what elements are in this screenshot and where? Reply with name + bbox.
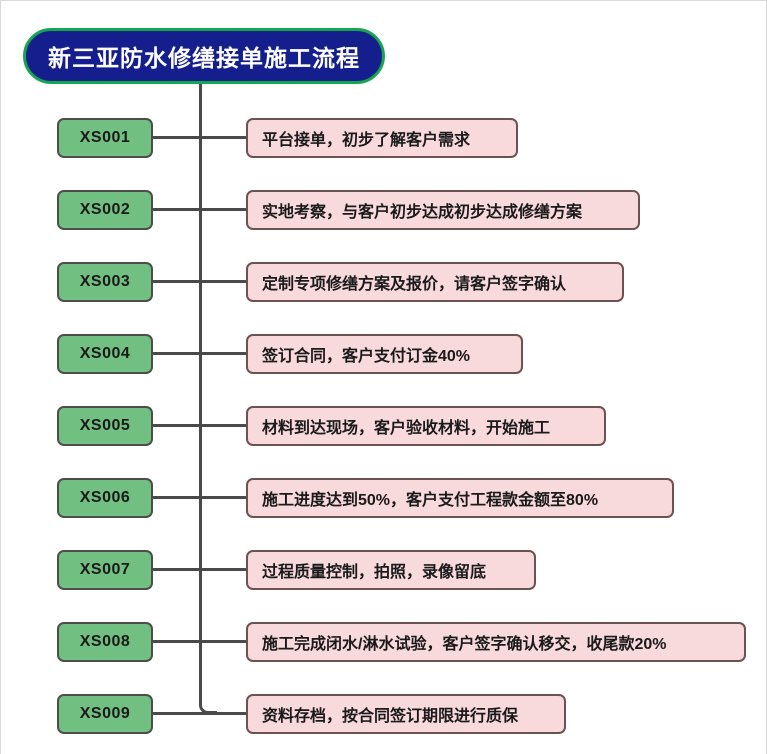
step-code-label: XS008	[79, 633, 131, 650]
connector-line-left	[153, 208, 202, 211]
step-description-label: 定制专项修缮方案及报价，请客户签字确认	[262, 276, 567, 293]
connector-line-left	[153, 712, 217, 715]
connector-line-left	[153, 136, 202, 139]
step-code-box[interactable]: XS005	[57, 406, 153, 446]
trunk-line	[199, 81, 202, 705]
step-code-label: XS007	[79, 561, 131, 578]
step-row: XS007 过程质量控制，拍照，录像留底	[1, 550, 766, 590]
step-description-label: 实地考察，与客户初步达成初步达成修缮方案	[262, 204, 583, 221]
step-code-label: XS002	[79, 201, 131, 218]
step-row: XS005 材料到达现场，客户验收材料，开始施工	[1, 406, 766, 446]
step-description-box[interactable]: 实地考察，与客户初步达成初步达成修缮方案	[246, 190, 640, 230]
step-code-label: XS004	[79, 345, 131, 362]
step-description-box[interactable]: 资料存档，按合同签订期限进行质保	[246, 694, 566, 734]
connector-line-right	[202, 208, 246, 211]
step-description-box[interactable]: 平台接单，初步了解客户需求	[246, 118, 518, 158]
connector-line-right	[202, 640, 246, 643]
step-row: XS001 平台接单，初步了解客户需求	[1, 118, 766, 158]
step-code-box[interactable]: XS007	[57, 550, 153, 590]
step-row: XS003 定制专项修缮方案及报价，请客户签字确认	[1, 262, 766, 302]
connector-line-right	[202, 568, 246, 571]
step-code-box[interactable]: XS003	[57, 262, 153, 302]
connector-line-right	[215, 712, 246, 715]
step-row: XS008 施工完成闭水/淋水试验，客户签字确认移交，收尾款20%	[1, 622, 766, 662]
step-description-box[interactable]: 定制专项修缮方案及报价，请客户签字确认	[246, 262, 624, 302]
step-description-box[interactable]: 签订合同，客户支付订金40%	[246, 334, 523, 374]
step-code-box[interactable]: XS008	[57, 622, 153, 662]
step-row: XS004 签订合同，客户支付订金40%	[1, 334, 766, 374]
step-description-label: 资料存档，按合同签订期限进行质保	[262, 708, 519, 725]
connector-line-left	[153, 640, 202, 643]
connector-line-right	[202, 136, 246, 139]
step-description-label: 材料到达现场，客户验收材料，开始施工	[262, 420, 551, 437]
flowchart-title-banner: 新三亚防水修缮接单施工流程	[23, 28, 385, 84]
step-row: XS006 施工进度达到50%，客户支付工程款金额至80%	[1, 478, 766, 518]
connector-line-left	[153, 280, 202, 283]
step-description-box[interactable]: 施工进度达到50%，客户支付工程款金额至80%	[246, 478, 674, 518]
step-description-box[interactable]: 施工完成闭水/淋水试验，客户签字确认移交，收尾款20%	[246, 622, 746, 662]
step-row: XS002 实地考察，与客户初步达成初步达成修缮方案	[1, 190, 766, 230]
step-code-box[interactable]: XS009	[57, 694, 153, 734]
step-code-box[interactable]: XS002	[57, 190, 153, 230]
connector-line-left	[153, 352, 202, 355]
step-code-box[interactable]: XS004	[57, 334, 153, 374]
step-description-label: 过程质量控制，拍照，录像留底	[262, 564, 487, 581]
step-description-label: 施工完成闭水/淋水试验，客户签字确认移交，收尾款20%	[262, 636, 667, 653]
step-code-label: XS006	[79, 489, 131, 506]
step-code-box[interactable]: XS006	[57, 478, 153, 518]
step-description-label: 平台接单，初步了解客户需求	[262, 132, 471, 149]
step-description-box[interactable]: 材料到达现场，客户验收材料，开始施工	[246, 406, 606, 446]
connector-line-left	[153, 424, 202, 427]
step-code-label: XS003	[79, 273, 131, 290]
step-description-label: 施工进度达到50%，客户支付工程款金额至80%	[262, 492, 599, 509]
step-description-box[interactable]: 过程质量控制，拍照，录像留底	[246, 550, 536, 590]
connector-line-left	[153, 496, 202, 499]
connector-line-right	[202, 280, 246, 283]
step-code-label: XS009	[79, 705, 131, 722]
step-description-label: 签订合同，客户支付订金40%	[262, 348, 471, 365]
connector-line-right	[202, 424, 246, 427]
connector-line-right	[202, 352, 246, 355]
step-code-box[interactable]: XS001	[57, 118, 153, 158]
connector-line-left	[153, 568, 202, 571]
step-code-label: XS005	[79, 417, 131, 434]
flowchart-title-text: 新三亚防水修缮接单施工流程	[48, 45, 360, 71]
connector-line-right	[202, 496, 246, 499]
step-row: XS009 资料存档，按合同签订期限进行质保	[1, 694, 766, 734]
step-code-label: XS001	[79, 129, 131, 146]
